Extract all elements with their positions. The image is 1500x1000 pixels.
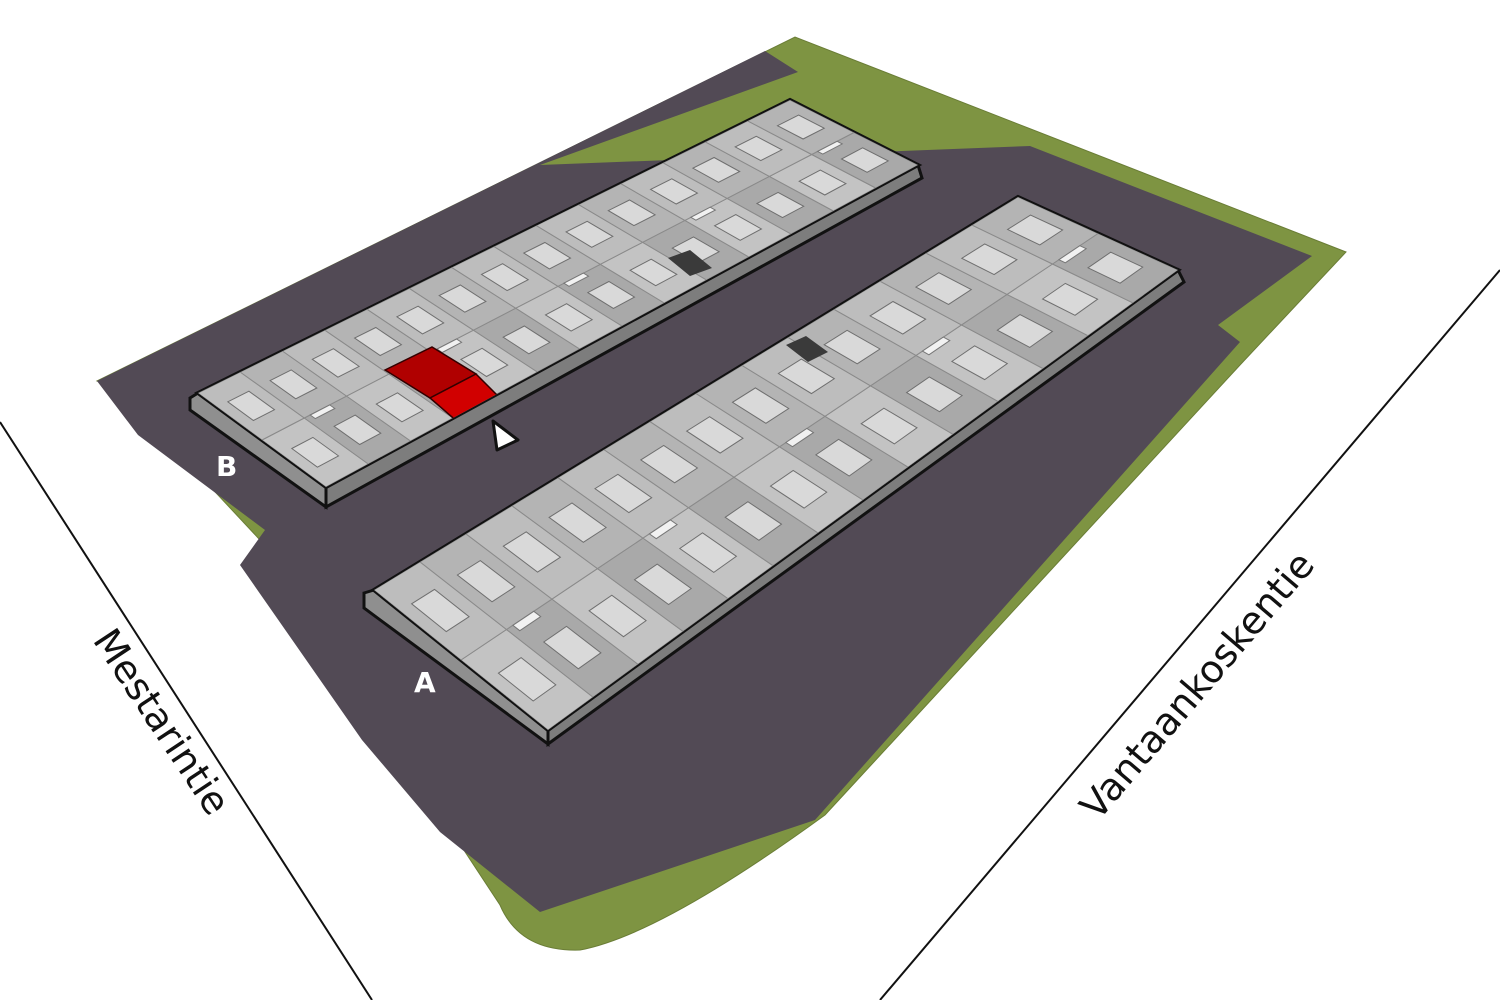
building-b-skylight: [586, 280, 636, 309]
building-b-stair-stripe: [689, 206, 717, 221]
building-b-skylight: [629, 258, 678, 287]
building-a-skylight: [678, 532, 738, 574]
building-b-skylight: [776, 114, 826, 140]
building-b-skylight: [333, 414, 382, 446]
building-a-skylight: [914, 272, 973, 305]
building-a-skylight: [996, 314, 1054, 348]
building-b: B: [188, 97, 924, 510]
building-a-skylight: [724, 501, 783, 541]
dark-roof-hatch-a: [786, 336, 828, 362]
building-b-skylight: [290, 436, 340, 468]
building-a-stair-stripe: [1057, 245, 1088, 264]
building-a-skylight: [548, 502, 607, 543]
street-line-west: [0, 421, 373, 1000]
building-a-skylight: [950, 345, 1009, 381]
building-a-skylight: [1087, 251, 1144, 284]
building-b-skylight: [607, 199, 657, 227]
building-a-skylight: [456, 559, 516, 603]
building-a-stair-stripe: [648, 519, 678, 540]
building-b-label: B: [216, 450, 237, 483]
building-b-skylight: [459, 347, 509, 378]
building-a-skylight: [639, 444, 699, 484]
building-b-units: [198, 100, 918, 487]
building-b-skylight: [375, 392, 425, 423]
building-a-skylight: [823, 329, 881, 365]
building-b-skylight: [480, 263, 530, 292]
building-b-skylight: [522, 241, 572, 270]
building-b-skylight: [269, 369, 318, 400]
building-a-skylight: [960, 243, 1018, 276]
building-a-skylight: [588, 594, 647, 638]
building-a-stair-stripe: [512, 610, 542, 632]
building-a-skylight: [860, 407, 918, 445]
building-a-skylight: [1041, 282, 1099, 316]
street-label-east: Vantaankoskentie: [1071, 543, 1323, 828]
building-a-skylight: [1006, 214, 1064, 246]
building-b-stair-stripe: [309, 404, 336, 420]
building-b-skylight: [544, 303, 594, 332]
building-a-skylight: [410, 588, 470, 633]
building-b-stair-stripe: [816, 140, 844, 155]
building-b-skylight: [438, 284, 487, 313]
building-a-units: [374, 197, 1178, 730]
building-a-skylight: [777, 358, 836, 395]
building-a-skylight: [542, 625, 602, 670]
building-b-skylight: [502, 325, 551, 355]
building-a-skylight: [497, 656, 557, 702]
building-a-skylight: [769, 469, 828, 509]
building-a-skylight: [905, 376, 964, 413]
building-a: A: [362, 194, 1186, 747]
building-a-label: A: [414, 666, 436, 699]
building-b-skylight: [840, 147, 890, 173]
building-b-skylight: [395, 305, 445, 335]
building-b-skylight: [671, 236, 721, 264]
building-b-skylight: [353, 326, 403, 357]
building-a-skylight: [685, 416, 744, 454]
building-b-skylight: [713, 214, 763, 241]
street-line-east: [879, 269, 1500, 1000]
dark-roof-hatch: [668, 250, 712, 276]
building-a-stair-stripe: [784, 427, 815, 448]
street-label-west: Mestarintie: [84, 621, 238, 823]
building-a-skylight: [869, 300, 927, 335]
building-a-skylight: [731, 387, 790, 424]
building-b-skylight: [755, 191, 805, 219]
building-b-skylight: [311, 348, 361, 378]
building-a-skylight: [814, 438, 873, 477]
building-b-skylight: [565, 220, 614, 248]
pointer-triangle-icon[interactable]: [491, 419, 520, 452]
building-b-skylight: [691, 156, 741, 183]
building-a-skylight: [594, 473, 653, 514]
building-b-skylight: [226, 390, 276, 422]
building-b-skylight: [649, 178, 699, 205]
building-a-skylight: [502, 531, 562, 573]
building-b-skylight: [798, 169, 847, 196]
building-b-stair-stripe: [562, 272, 590, 287]
building-a-skylight: [633, 563, 693, 606]
building-b-stair-stripe: [436, 338, 463, 354]
building-a-stair-stripe: [921, 336, 951, 356]
building-b-skylight: [734, 135, 783, 162]
